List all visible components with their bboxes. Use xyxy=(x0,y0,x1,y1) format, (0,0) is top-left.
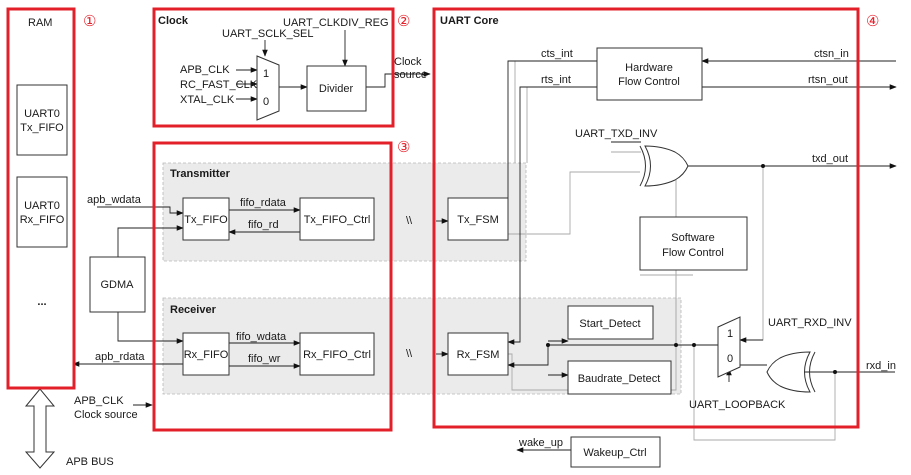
tx-fsm-block xyxy=(447,197,509,241)
tx-fifo-ctrl-label: Tx_FIFO_Ctrl xyxy=(304,214,371,226)
divider-label: Divider xyxy=(319,83,354,95)
xtal-clk-label: XTAL_CLK xyxy=(180,94,235,106)
hw-flow-label-1: Hardware xyxy=(625,62,673,74)
apb-bus-arrow xyxy=(24,388,56,469)
ram-tx-fifo-label-1: UART0 xyxy=(24,108,60,120)
clock-source-text: Clock source xyxy=(74,409,138,421)
transmitter-title: Transmitter xyxy=(170,168,231,180)
transceiver-module-frame xyxy=(152,141,393,432)
rx-fsm-label: Rx_FSM xyxy=(457,349,500,361)
apb-clk-label: APB_CLK xyxy=(180,64,230,76)
rxd-inv-label: UART_RXD_INV xyxy=(768,317,852,329)
uart-core-frame xyxy=(432,7,860,429)
start-detect-block xyxy=(567,305,654,340)
rc-fast-clk-label: RC_FAST_CLK xyxy=(180,79,258,91)
rx-fifo-ctrl-block xyxy=(299,332,375,376)
cts-int-label: cts_int xyxy=(541,48,573,60)
ram-tx-fifo-block xyxy=(16,84,68,156)
rts-int-label: rts_int xyxy=(541,74,571,86)
ram-number: ① xyxy=(83,13,96,30)
sclk-sel-label: UART_SCLK_SEL xyxy=(222,28,314,40)
clock-source-label-2: source xyxy=(394,69,427,81)
clock-module-frame xyxy=(152,7,395,128)
clock-source-label-1: Clock xyxy=(394,56,422,68)
ram-rx-fifo-label-1: UART0 xyxy=(24,200,60,212)
software-flow-control-block xyxy=(639,216,748,271)
ram-tx-fifo-label-2: Tx_FIFO xyxy=(20,122,64,134)
clock-mux-in1: 1 xyxy=(263,68,269,80)
ram-more: ... xyxy=(37,296,46,308)
gdma-label: GDMA xyxy=(101,279,135,291)
rx-fifo-block xyxy=(182,332,230,376)
clock-mux-in0: 0 xyxy=(263,96,269,108)
clock-number: ② xyxy=(397,13,410,30)
tx-fifo-label: Tx_FIFO xyxy=(184,214,228,226)
apb-clk-source-label: APB_CLK xyxy=(74,395,124,407)
apb-wdata-label: apb_wdata xyxy=(87,194,142,206)
sw-flow-label-1: Software xyxy=(671,232,714,244)
ram-rx-fifo-block xyxy=(16,176,68,248)
fifo-wdata-label: fifo_wdata xyxy=(236,331,287,343)
rtsn-out-label: rtsn_out xyxy=(808,74,848,86)
fifo-wr-label: fifo_wr xyxy=(248,353,281,365)
fifo-rdata-label: fifo_rdata xyxy=(240,197,287,209)
rx-fifo-label: Rx_FIFO xyxy=(184,349,229,361)
fifo-rd-label: fifo_rd xyxy=(248,219,279,231)
ctsn-in-label: ctsn_in xyxy=(814,48,849,60)
txd-inv-xor-gate xyxy=(639,145,689,187)
tx-fsm-label: Tx_FSM xyxy=(457,214,499,226)
apb-bus-label: APB BUS xyxy=(66,456,114,468)
tx-fifo-ctrl-block xyxy=(299,197,375,241)
core-mux-in1: 1 xyxy=(727,328,733,340)
ram-module-frame xyxy=(6,7,76,390)
baudrate-detect-block xyxy=(567,360,672,395)
clkdiv-reg-label: UART_CLKDIV_REG xyxy=(283,17,389,29)
wakeup-ctrl-block xyxy=(570,436,661,468)
clock-title: Clock xyxy=(158,15,189,27)
rxd-inv-xor-gate xyxy=(766,351,816,393)
divider-block xyxy=(306,65,367,112)
sw-flow-label-2: Flow Control xyxy=(662,247,724,259)
tx-link-symbol: \\ xyxy=(406,215,413,227)
transceiver-number: ③ xyxy=(397,139,410,156)
loopback-mux xyxy=(717,316,741,378)
ram-rx-fifo-label-2: Rx_FIFO xyxy=(20,214,65,226)
loopback-label: UART_LOOPBACK xyxy=(689,399,786,411)
gdma-block xyxy=(89,256,146,313)
rxd-in-label: rxd_in xyxy=(866,360,896,372)
wakeup-ctrl-label: Wakeup_Ctrl xyxy=(583,447,646,459)
clock-mux xyxy=(256,55,280,121)
core-title: UART Core xyxy=(440,15,499,27)
tx-fifo-block xyxy=(182,197,230,241)
start-detect-label: Start_Detect xyxy=(579,318,640,330)
txd-inv-label: UART_TXD_INV xyxy=(575,128,658,140)
hw-flow-label-2: Flow Control xyxy=(618,76,680,88)
txd-out-label: txd_out xyxy=(812,153,848,165)
core-number: ④ xyxy=(866,13,879,30)
rx-link-symbol: \\ xyxy=(406,348,413,360)
core-mux-in0: 0 xyxy=(727,353,733,365)
baudrate-detect-label: Baudrate_Detect xyxy=(578,373,661,385)
hardware-flow-control-block xyxy=(596,47,703,101)
wake-up-label: wake_up xyxy=(518,437,563,449)
rx-fifo-ctrl-label: Rx_FIFO_Ctrl xyxy=(303,349,371,361)
receiver-title: Receiver xyxy=(170,304,217,316)
rx-fsm-block xyxy=(447,332,509,376)
apb-rdata-label: apb_rdata xyxy=(95,351,145,363)
ram-title: RAM xyxy=(28,17,52,29)
